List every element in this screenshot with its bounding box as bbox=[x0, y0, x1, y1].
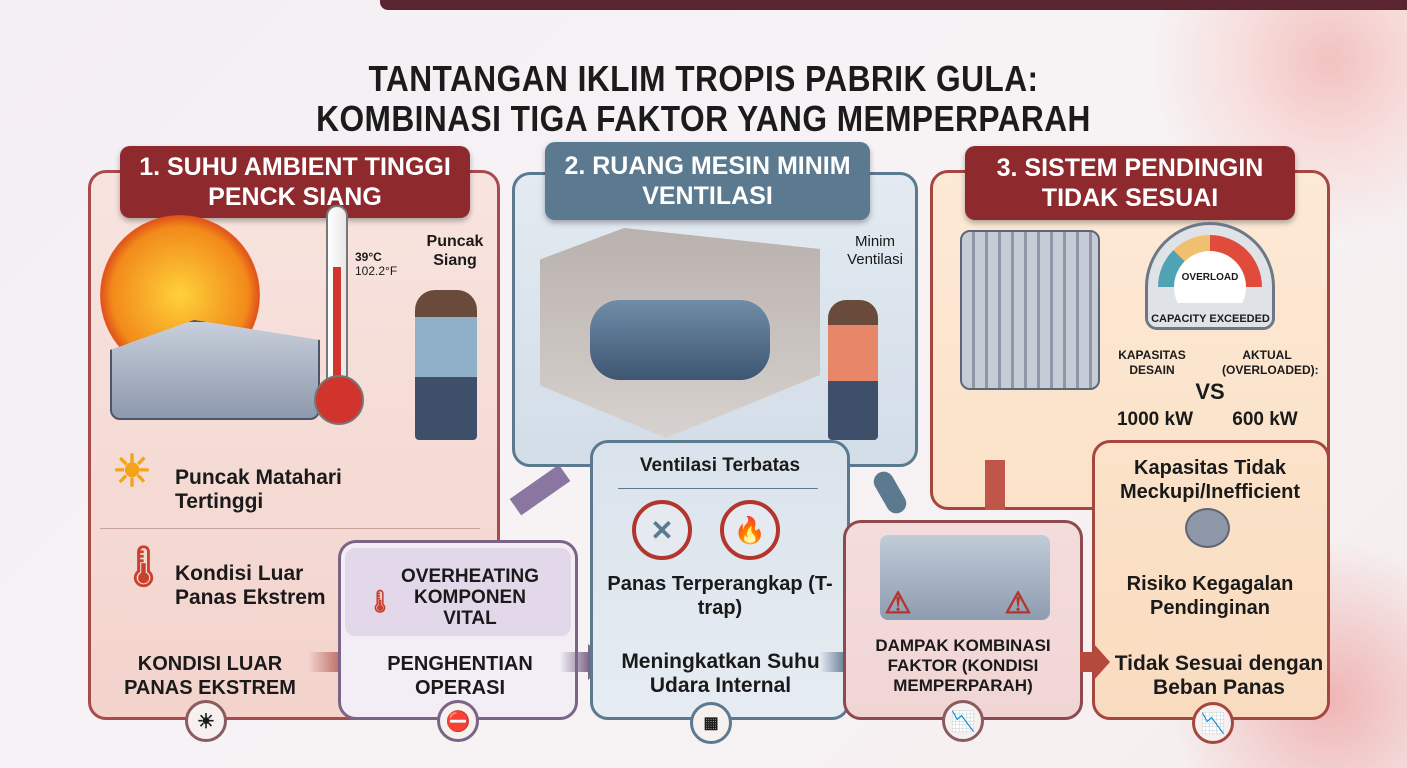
item-risiko: Risiko Kegagalan Pendinginan bbox=[1126, 573, 1294, 619]
actual-capacity-label: AKTUAL (OVERLOADED): bbox=[1222, 348, 1319, 377]
arrow-up-icon bbox=[985, 460, 1005, 510]
overheating-footer: PENGHENTIAN OPERASI bbox=[387, 653, 533, 699]
arrow-shaft-4 bbox=[1080, 652, 1095, 672]
arrow-right-icon bbox=[1094, 644, 1110, 680]
thermometer-small-icon: 🌡 bbox=[118, 545, 169, 589]
callout-puncak-siang: Puncak Siang bbox=[426, 233, 484, 269]
callout-minim-ventilasi: Minim Ventilasi bbox=[847, 233, 903, 268]
worker-illustration bbox=[828, 300, 878, 440]
title-line-1: TANTANGAN IKLIM TROPIS PABRIK GULA: bbox=[368, 58, 1039, 99]
arrow-up-shaft bbox=[509, 464, 571, 516]
divider bbox=[100, 528, 480, 529]
arrow-down-icon bbox=[870, 468, 910, 517]
title-line-2: KOMBINASI TIGA FAKTOR YANG MEMPERPARAH bbox=[316, 98, 1091, 139]
vs-label: VS bbox=[1195, 379, 1225, 404]
thermometer-wave-icon: 🌡 bbox=[366, 589, 394, 614]
no-ventilation-icon: ▦ bbox=[690, 702, 732, 744]
panel-engine-room-lower bbox=[590, 440, 850, 720]
factory-icon bbox=[110, 320, 320, 420]
thermometer-bulb bbox=[314, 375, 364, 425]
item-puncak-matahari: Puncak Matahari Tertinggi bbox=[175, 466, 342, 513]
panel2-footer: Meningkatkan Suhu Udara Internal bbox=[621, 650, 820, 697]
panel1-header: 1. SUHU AMBIENT TINGGI PENCK SIANG bbox=[120, 146, 470, 218]
panel2-subtitle: Ventilasi Terbatas bbox=[639, 455, 801, 476]
item-kondisi-luar: Kondisi Luar Panas Ekstrem bbox=[175, 562, 326, 609]
overheating-title: OVERHEATING KOMPONEN VITAL bbox=[401, 566, 539, 629]
radiator-illustration bbox=[960, 230, 1100, 390]
no-heat-icon: 🔥 bbox=[720, 500, 780, 560]
panel2-header: 2. RUANG MESIN MINIM VENTILASI bbox=[545, 142, 870, 220]
panel3-header: 3. SISTEM PENDINGIN TIDAK SESUAI bbox=[965, 146, 1295, 220]
actual-capacity-value: 600 kW bbox=[1232, 409, 1298, 430]
sun-footer-icon: ☀ bbox=[185, 700, 227, 742]
arrow-shaft-3 bbox=[820, 652, 850, 672]
item-kapasitas: Kapasitas Tidak Meckupi/Inefficient bbox=[1119, 457, 1301, 503]
warning-icon: ⚠ bbox=[884, 587, 912, 620]
sweating-worker-illustration bbox=[415, 290, 477, 440]
temp-fahrenheit: 102.2°F bbox=[355, 264, 398, 278]
stop-icon: ⛔ bbox=[437, 700, 479, 742]
overheating-box bbox=[345, 548, 571, 636]
pump-icon bbox=[1185, 508, 1230, 548]
motor-pumps-illustration bbox=[590, 300, 770, 380]
arrow-shaft-2 bbox=[560, 652, 590, 672]
overload-gauge bbox=[1145, 222, 1275, 330]
declining-bars-icon: 📉 bbox=[1192, 702, 1234, 744]
declining-chart-icon: 📉 bbox=[942, 700, 984, 742]
no-fan-icon: ✕ bbox=[632, 500, 692, 560]
thermometer-icon bbox=[326, 205, 348, 407]
panel3-footer: Tidak Sesuai dengan Beban Panas bbox=[1114, 652, 1324, 699]
temp-celsius: 39°C bbox=[355, 250, 382, 264]
divider bbox=[618, 488, 818, 489]
gauge-caption: CAPACITY EXCEEDED bbox=[1151, 313, 1270, 325]
panel1-footer: KONDISI LUAR PANAS EKSTREM bbox=[124, 653, 296, 699]
warning-heat-icon: ⚠ bbox=[1004, 587, 1032, 620]
dampak-footer: DAMPAK KOMBINASI FAKTOR (KONDISI MEMPERP… bbox=[875, 636, 1051, 695]
design-capacity-label: KAPASITAS DESAIN bbox=[1118, 348, 1186, 377]
broken-machine-illustration bbox=[880, 535, 1050, 620]
top-bar bbox=[380, 0, 1407, 10]
design-capacity-value: 1000 kW bbox=[1116, 409, 1194, 430]
gauge-label: OVERLOAD bbox=[1181, 272, 1239, 283]
sun-small-icon: ☀ bbox=[112, 447, 152, 496]
panel2-item: Panas Terperangkap (T-trap) bbox=[607, 573, 833, 619]
